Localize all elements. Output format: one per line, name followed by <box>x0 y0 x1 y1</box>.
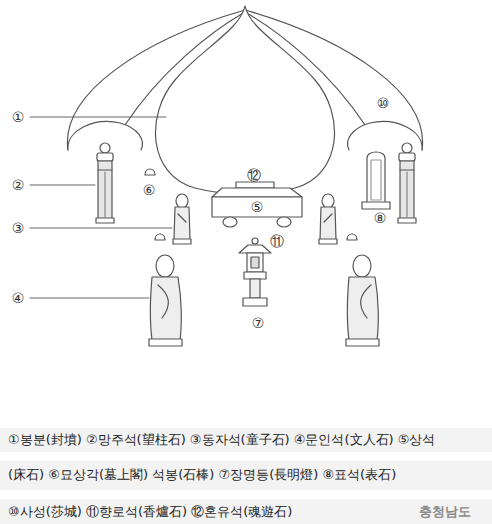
mangjuseok <box>398 143 416 223</box>
small-stone <box>155 234 165 240</box>
watermark: 충청남도 <box>419 504 471 520</box>
dongjaseok <box>173 194 191 244</box>
callout-number: ④ <box>12 290 25 307</box>
leader-line <box>30 117 166 118</box>
stone-table <box>212 182 302 227</box>
callout-number: ① <box>12 109 25 126</box>
stone-lantern <box>239 238 271 306</box>
leader-line <box>30 185 95 186</box>
callout-number: ⑩ <box>377 95 390 112</box>
callout-number: ⑪ <box>270 233 284 250</box>
civil-official-statue <box>346 255 379 346</box>
legend-text: ⑩사성(莎城) ⑪향로석(香爐石) ⑫혼유석(魂遊石) <box>8 504 292 520</box>
dongjaseok <box>319 194 337 244</box>
legend-ground <box>0 428 492 524</box>
white-band <box>0 452 492 461</box>
callout-number: ⑤ <box>251 199 264 216</box>
legend-text: (床石) ⑥묘상각(墓上閣) 석봉(石棒) ⑦장명등(長明燈) ⑧표석(表石) <box>8 467 396 483</box>
leader-line <box>30 228 172 229</box>
callout-number: ⑥ <box>143 182 156 199</box>
callout-number: ② <box>12 177 25 194</box>
small-stone <box>145 169 155 175</box>
white-band <box>0 490 492 499</box>
mangjuseok <box>96 143 114 223</box>
leader-line <box>30 298 149 299</box>
civil-official-statue <box>149 255 182 346</box>
legend-text: ①봉분(封墳) ②망주석(望柱石) ③동자석(童子石) ④문인석(文人石) ⑤상… <box>8 432 435 448</box>
burial-mound <box>155 6 334 194</box>
callout-number: ⑦ <box>252 315 265 332</box>
callout-number: ⑧ <box>374 210 387 227</box>
stele <box>362 152 390 209</box>
callout-number: ⑫ <box>247 167 261 184</box>
small-stone <box>347 234 357 240</box>
callout-number: ③ <box>12 220 25 237</box>
